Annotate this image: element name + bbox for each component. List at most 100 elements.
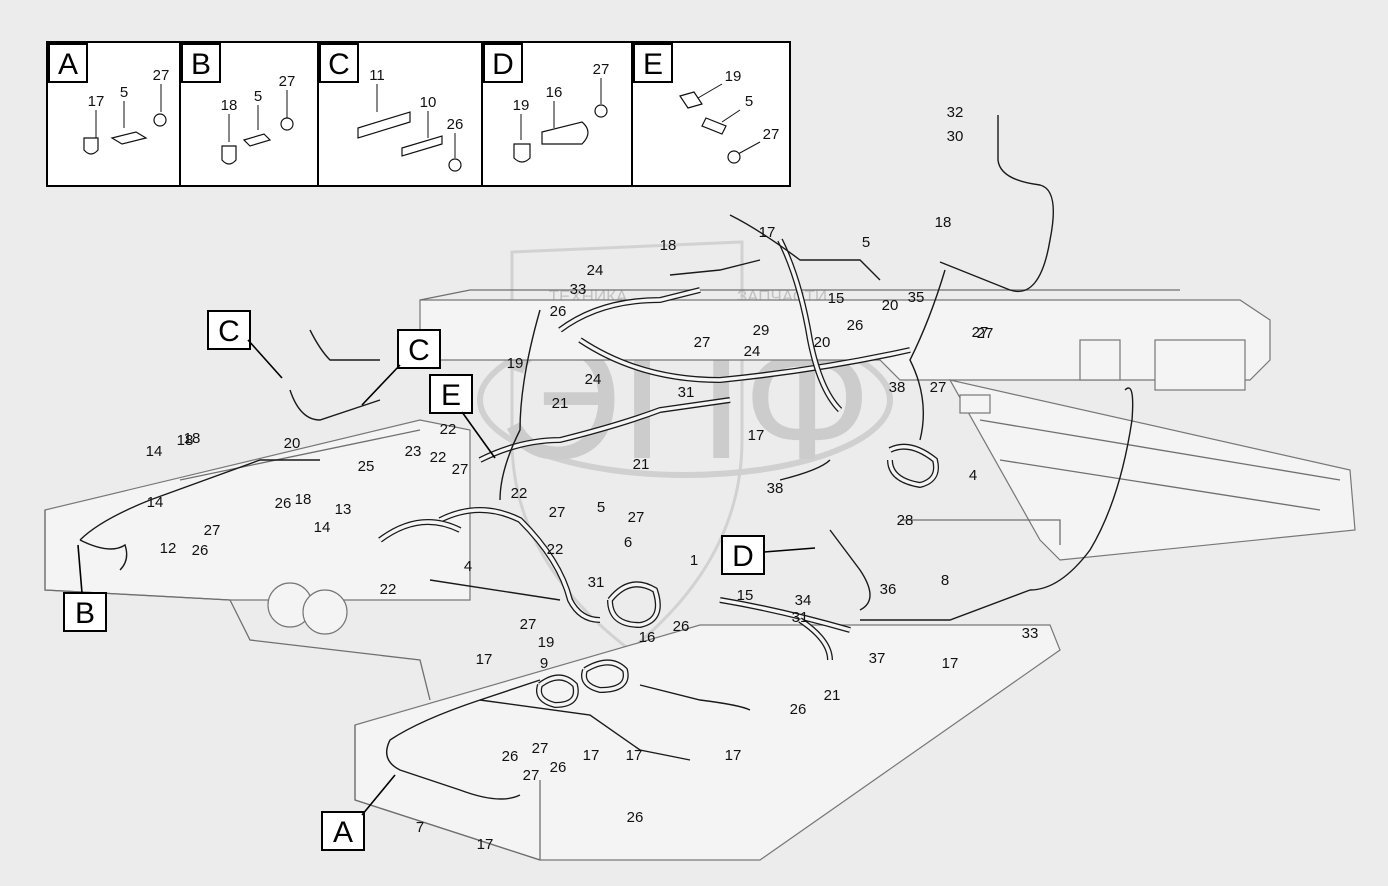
callout-label: 15 xyxy=(828,290,845,307)
svg-text:5: 5 xyxy=(120,84,128,101)
callout-label: 26 xyxy=(847,317,864,334)
callout-label: 27 xyxy=(520,616,537,633)
callout-label: 33 xyxy=(1022,625,1039,642)
callout-label: 13 xyxy=(335,501,352,518)
callout-label: 20 xyxy=(284,435,301,452)
callout-label: 19 xyxy=(507,355,524,372)
callout-label: 37 xyxy=(869,650,886,667)
svg-text:11: 11 xyxy=(369,67,385,84)
chassis-frame xyxy=(44,289,1356,861)
view-label-c-right: C xyxy=(408,334,430,367)
inset-a: A 17 5 27 xyxy=(48,43,170,155)
callout-label: 4 xyxy=(969,467,977,484)
svg-text:27: 27 xyxy=(763,126,780,143)
callout-label: 26 xyxy=(673,618,690,635)
callout-label: 35 xyxy=(908,289,925,306)
callout-label: 24 xyxy=(744,343,761,360)
view-label-b: B xyxy=(75,597,95,630)
view-label-a: A xyxy=(333,816,353,849)
callout-label: 12 xyxy=(160,540,177,557)
callout-label: 21 xyxy=(552,395,569,412)
callout-label: 19 xyxy=(538,634,555,651)
callout-label: 22 xyxy=(380,581,397,598)
callout-label: 17 xyxy=(748,427,765,444)
callout-label: 22 xyxy=(440,421,457,438)
callout-label: 18 xyxy=(184,430,201,447)
svg-text:5: 5 xyxy=(254,88,262,105)
callout-label: 6 xyxy=(624,534,632,551)
inset-d: D 19 16 27 xyxy=(483,43,610,163)
svg-text:5: 5 xyxy=(745,93,753,110)
inset-e-letter: E xyxy=(643,48,663,81)
inset-d-letter: D xyxy=(492,48,514,81)
callout-label: 8 xyxy=(941,572,949,589)
callout-label: 27 xyxy=(972,324,989,341)
svg-text:16: 16 xyxy=(546,84,563,101)
inset-c: C 11 10 26 xyxy=(319,43,464,172)
callout-label: 21 xyxy=(633,456,650,473)
svg-text:17: 17 xyxy=(88,93,105,110)
inset-b: B 18 5 27 xyxy=(181,43,296,165)
callout-label: 28 xyxy=(897,512,914,529)
callout-label: 17 xyxy=(477,836,494,853)
callout-label: 17 xyxy=(626,747,643,764)
callout-label: 33 xyxy=(570,281,587,298)
svg-text:27: 27 xyxy=(593,61,610,78)
inset-panel: A 17 5 27 B 18 5 27 C xyxy=(46,41,791,187)
callout-label: 24 xyxy=(585,371,602,388)
inset-e: E 19 5 27 xyxy=(633,43,780,164)
callout-label: 18 xyxy=(295,491,312,508)
callout-label: 4 xyxy=(464,558,472,575)
callout-label: 24 xyxy=(587,262,604,279)
callout-label: 25 xyxy=(358,458,375,475)
svg-text:26: 26 xyxy=(447,116,464,133)
callout-label: 31 xyxy=(678,384,695,401)
svg-text:19: 19 xyxy=(725,68,742,85)
callout-label: 23 xyxy=(405,443,422,460)
callout-label: 27 xyxy=(532,740,549,757)
callout-label: 20 xyxy=(882,297,899,314)
callout-label: 7 xyxy=(416,819,424,836)
callout-label: 31 xyxy=(588,574,605,591)
callout-label: 34 xyxy=(795,592,812,609)
view-label-e: E xyxy=(441,379,461,412)
callout-label: 27 xyxy=(628,509,645,526)
svg-text:19: 19 xyxy=(513,97,530,114)
callout-label: 26 xyxy=(627,809,644,826)
callout-label: 26 xyxy=(550,759,567,776)
callout-label: 14 xyxy=(146,443,163,460)
callout-label: 9 xyxy=(540,655,548,672)
svg-text:27: 27 xyxy=(279,73,296,90)
callout-label: 27 xyxy=(452,461,469,478)
callout-label: 22 xyxy=(511,485,528,502)
callout-label: 15 xyxy=(737,587,754,604)
view-label-d: D xyxy=(732,540,754,573)
callout-label: 31 xyxy=(792,609,809,626)
svg-text:27: 27 xyxy=(153,67,170,84)
callout-label: 17 xyxy=(725,747,742,764)
callout-label: 38 xyxy=(889,379,906,396)
callout-label: 27 xyxy=(977,325,994,342)
callout-label: 18 xyxy=(660,237,677,254)
callout-label: 21 xyxy=(824,687,841,704)
callout-label: 17 xyxy=(476,651,493,668)
callout-label: 27 xyxy=(930,379,947,396)
view-label-c-left: C xyxy=(218,315,240,348)
callout-label: 22 xyxy=(430,449,447,466)
callout-label: 14 xyxy=(147,494,164,511)
callout-label: 27 xyxy=(204,522,221,539)
callout-label: 16 xyxy=(639,629,656,646)
callout-label: 26 xyxy=(790,701,807,718)
callout-label: 26 xyxy=(275,495,292,512)
view-labels: C C E B D A xyxy=(63,310,816,851)
callout-label: 32 xyxy=(947,104,964,121)
callout-label: 36 xyxy=(880,581,897,598)
callout-label: 17 xyxy=(942,655,959,672)
callout-label: 17 xyxy=(759,224,776,241)
callout-label: 5 xyxy=(862,234,870,251)
svg-text:10: 10 xyxy=(420,94,437,111)
callout-label: 26 xyxy=(502,748,519,765)
inset-a-letter: A xyxy=(58,48,78,81)
